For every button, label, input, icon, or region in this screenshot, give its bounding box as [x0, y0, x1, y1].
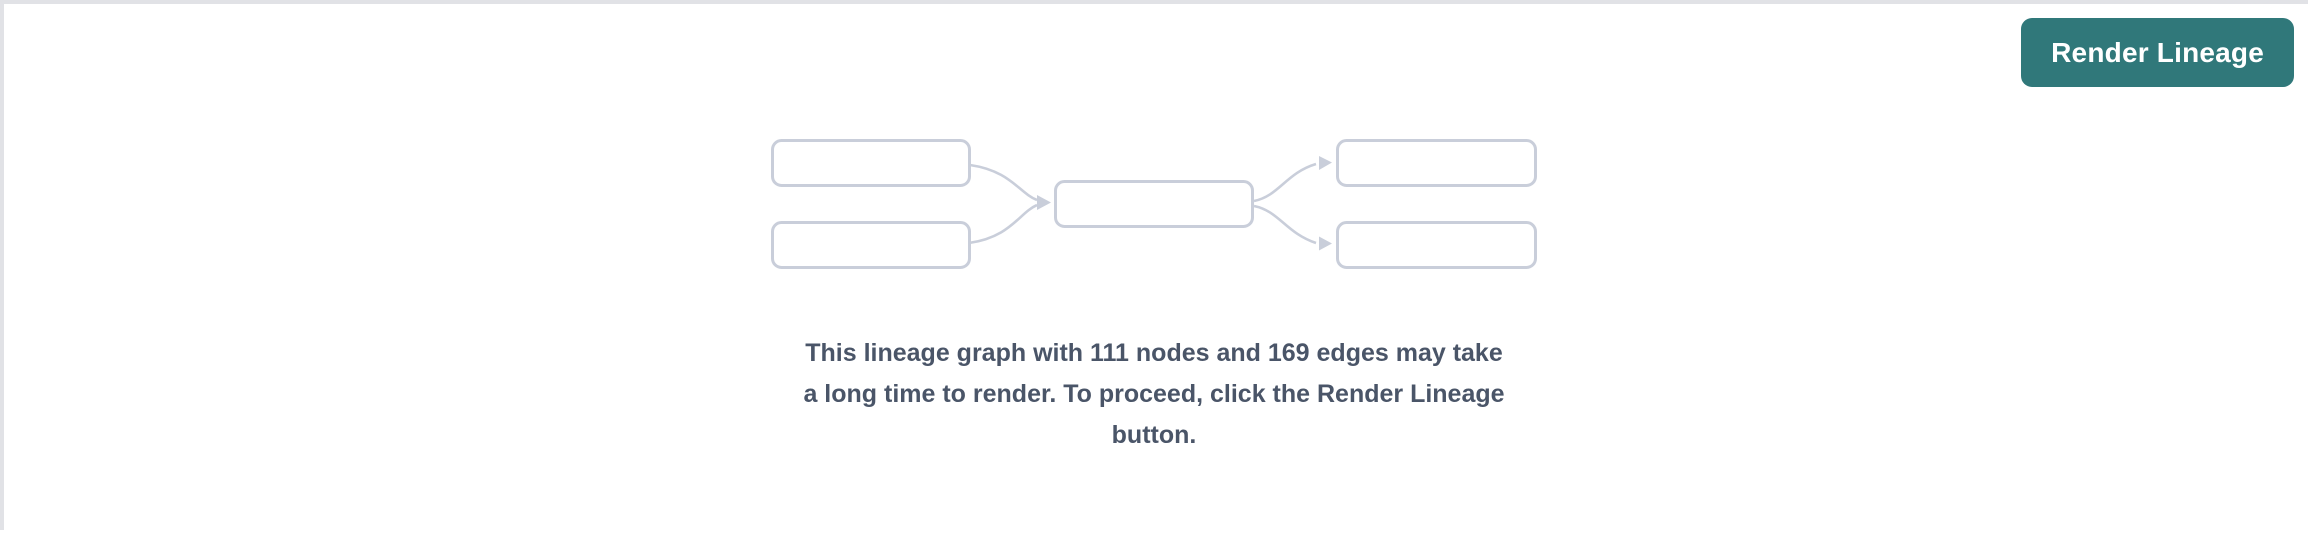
edge-arrowheads: [1037, 156, 1332, 251]
edge-left-bottom: [968, 203, 1038, 245]
edge-right-top: [1253, 162, 1317, 203]
edge-arrows: [968, 162, 1317, 245]
lineage-warning-line-1: This lineage graph with 111 nodes and 16…: [805, 339, 1503, 367]
arrowhead-into-right-top-icon: [1319, 156, 1332, 170]
node-right-bottom: [1336, 221, 1537, 269]
lineage-warning-message: This lineage graph with 111 nodes and 16…: [749, 333, 1559, 456]
edge-left-top: [969, 163, 1038, 202]
lineage-warning-line-3: button.: [1111, 421, 1197, 449]
node-boxes: [771, 139, 1537, 269]
lineage-empty-state: This lineage graph with 111 nodes and 16…: [749, 139, 1559, 456]
arrowhead-into-right-bottom-icon: [1319, 236, 1332, 251]
node-left-top: [771, 139, 971, 187]
node-left-bottom: [771, 221, 971, 269]
node-right-top: [1336, 139, 1537, 187]
node-center: [1054, 180, 1254, 228]
lineage-warning-line-2: a long time to render. To proceed, click…: [803, 380, 1505, 408]
panel-top-divider: [0, 0, 2308, 4]
arrowhead-into-center-icon: [1037, 195, 1051, 210]
lineage-placeholder-diagram-icon: [771, 139, 1537, 269]
edge-right-bottom: [1253, 204, 1317, 245]
render-lineage-button[interactable]: Render Lineage: [2021, 18, 2294, 87]
panel-left-divider: [0, 0, 4, 530]
render-lineage-button-label: Render Lineage: [2051, 36, 2264, 68]
